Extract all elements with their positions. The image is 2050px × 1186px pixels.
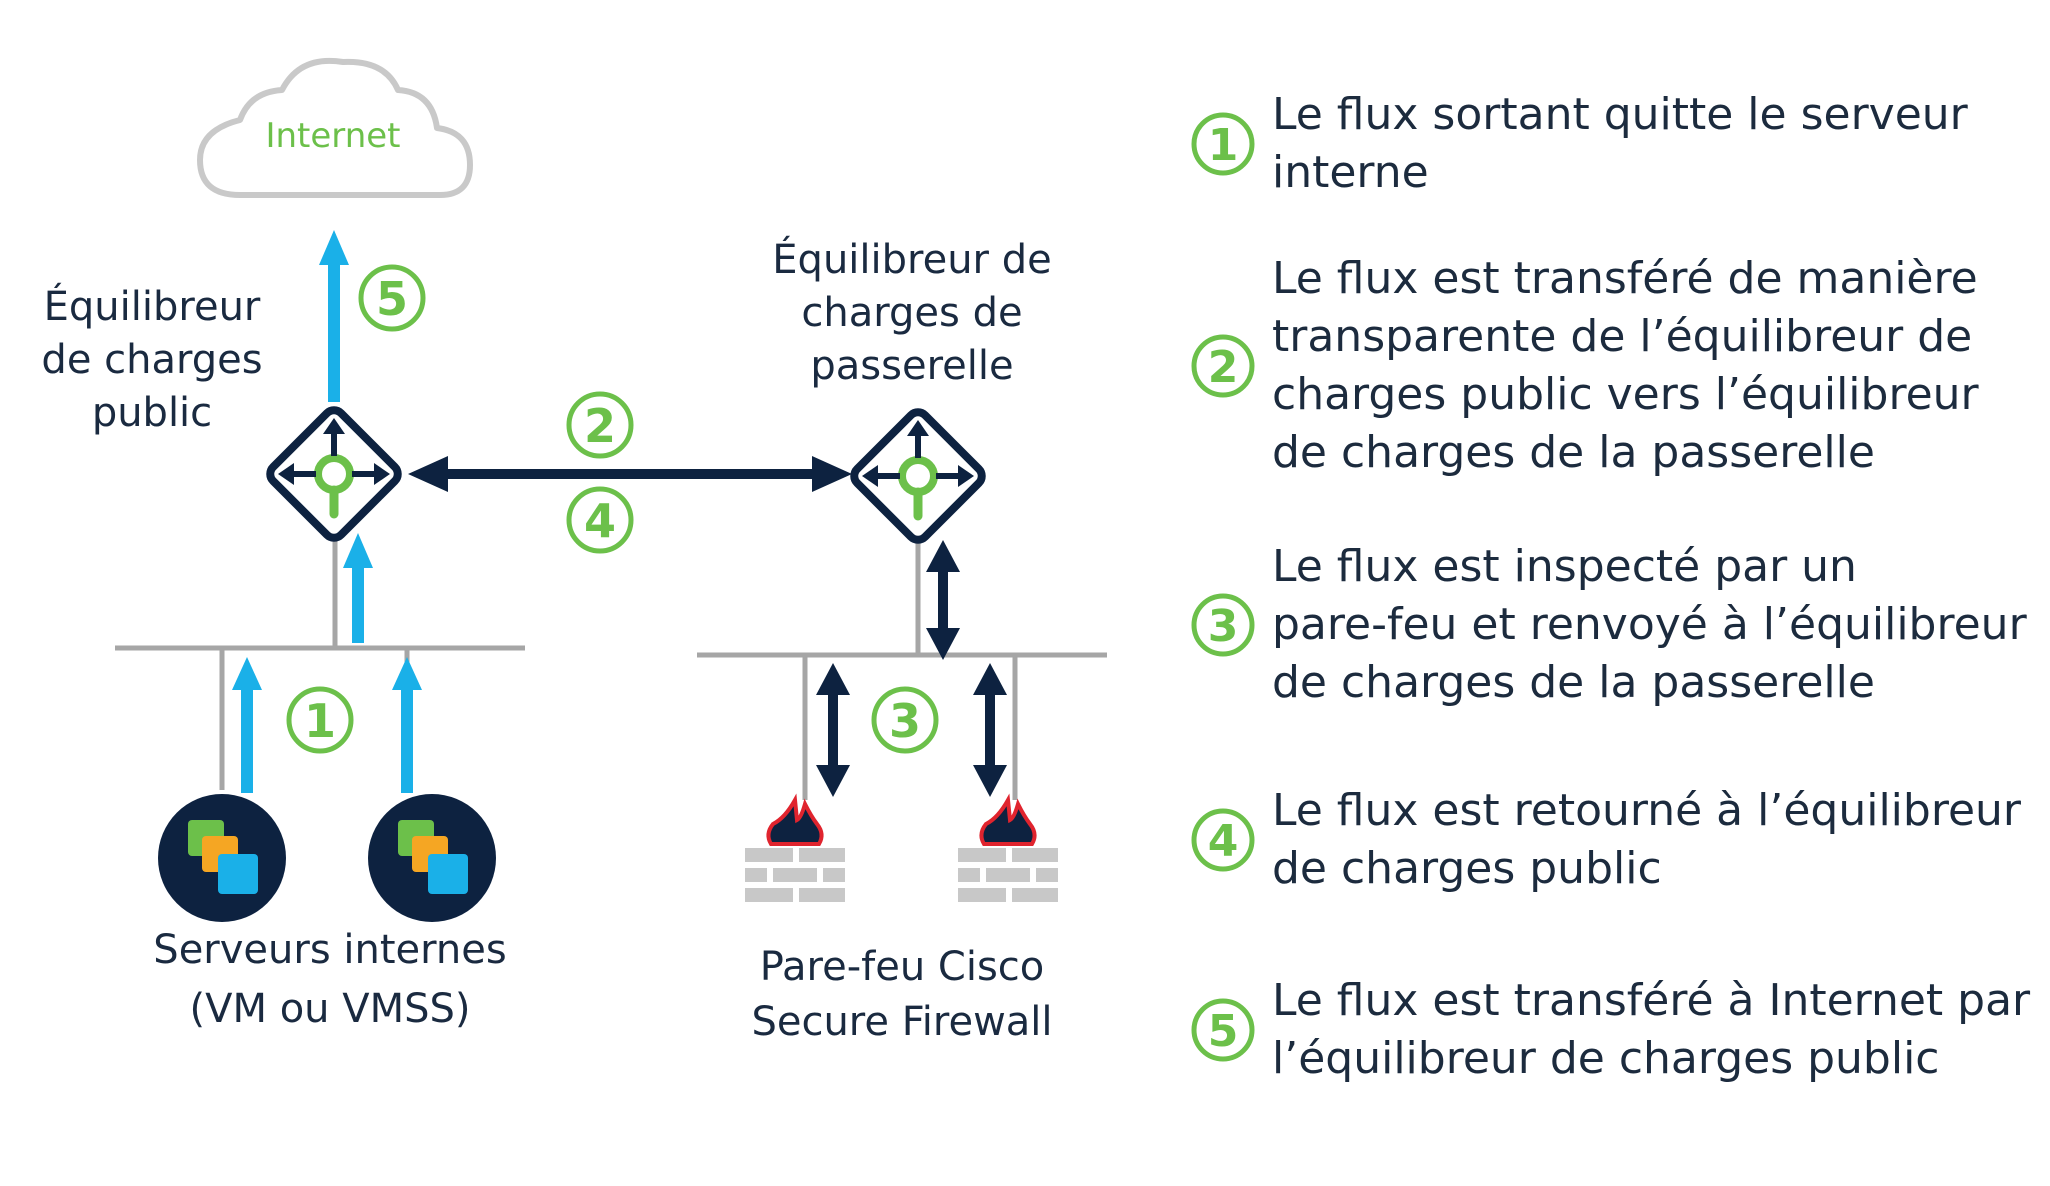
legend-step-1: 1 Le flux sortant quitte le serveur inte… [1190, 86, 2032, 202]
legend-step-text: Le flux sortant quitte le serveur intern… [1272, 89, 1968, 198]
svg-text:Pare-feu Cisco: Pare-feu Cisco [760, 944, 1045, 990]
svg-text:1: 1 [304, 694, 336, 748]
servers-label: Serveurs internes (VM ou VMSS) [153, 927, 506, 1032]
svg-text:5: 5 [376, 272, 408, 326]
svg-text:Serveurs internes: Serveurs internes [153, 927, 506, 973]
bidirectional-arrows [408, 456, 1007, 797]
step-badge-1: 1 [286, 686, 354, 754]
step-number-badge: 3 [1191, 593, 1255, 657]
legend-step-4: 4 Le flux est retourné à l’équilibreur d… [1190, 782, 2032, 898]
step-badge-4: 4 [566, 486, 634, 554]
step-number-badge: 1 [1191, 112, 1255, 176]
legend-step-text: Le flux est retourné à l’équilibreur de … [1272, 785, 2021, 894]
gateway-lb-label: Équilibreur de charges de passerelle [772, 235, 1051, 389]
step-badge-5: 5 [358, 264, 426, 332]
svg-text:5: 5 [1208, 1006, 1239, 1057]
svg-text:Équilibreur de: Équilibreur de [772, 235, 1051, 283]
svg-text:charges de: charges de [801, 290, 1022, 336]
legend-step-text: Le flux est transféré à Internet par l’é… [1272, 975, 2031, 1084]
public-lb-label: Équilibreur de charges public [41, 282, 262, 436]
public-load-balancer-icon [266, 406, 402, 542]
legend-step-text: Le flux est transféré de manière transpa… [1272, 253, 1979, 478]
svg-text:Équilibreur: Équilibreur [44, 282, 261, 330]
outbound-arrows [232, 230, 422, 793]
cloud-icon: Internet [197, 57, 473, 198]
svg-text:4: 4 [584, 494, 616, 548]
flow-diagram: Internet [41, 57, 1107, 1045]
step-badge-3: 3 [871, 686, 939, 754]
svg-text:passerelle: passerelle [810, 343, 1013, 389]
gateway-load-balancer-icon [850, 408, 986, 544]
cloud-label: Internet [265, 116, 400, 156]
legend-step-5: 5 Le flux est transféré à Internet par l… [1190, 972, 2032, 1088]
svg-text:3: 3 [889, 694, 921, 748]
firewall-icon [958, 793, 1058, 902]
svg-text:2: 2 [1208, 342, 1239, 393]
legend-step-text: Le flux est inspecté par un pare-feu et … [1272, 541, 2027, 708]
step-badge-2: 2 [566, 391, 634, 459]
firewall-icon [745, 793, 845, 902]
legend-step-3: 3 Le flux est inspecté par un pare-feu e… [1190, 538, 2032, 712]
network-lines [115, 535, 1107, 800]
step-number-badge: 4 [1191, 808, 1255, 872]
svg-text:3: 3 [1208, 601, 1239, 652]
svg-text:2: 2 [584, 399, 616, 453]
vm-icon [158, 794, 286, 922]
svg-text:4: 4 [1208, 816, 1239, 867]
step-number-badge: 2 [1191, 334, 1255, 398]
legend: 1 Le flux sortant quitte le serveur inte… [1190, 0, 2040, 1186]
svg-text:public: public [92, 390, 212, 436]
svg-text:(VM ou VMSS): (VM ou VMSS) [190, 986, 471, 1032]
legend-step-2: 2 Le flux est transféré de manière trans… [1190, 250, 2032, 482]
step-number-badge: 5 [1191, 998, 1255, 1062]
firewall-label: Pare-feu Cisco Secure Firewall [751, 944, 1052, 1045]
svg-text:de charges: de charges [41, 337, 262, 383]
vm-icon [368, 794, 496, 922]
svg-text:1: 1 [1208, 120, 1239, 171]
svg-text:Secure Firewall: Secure Firewall [751, 999, 1052, 1045]
